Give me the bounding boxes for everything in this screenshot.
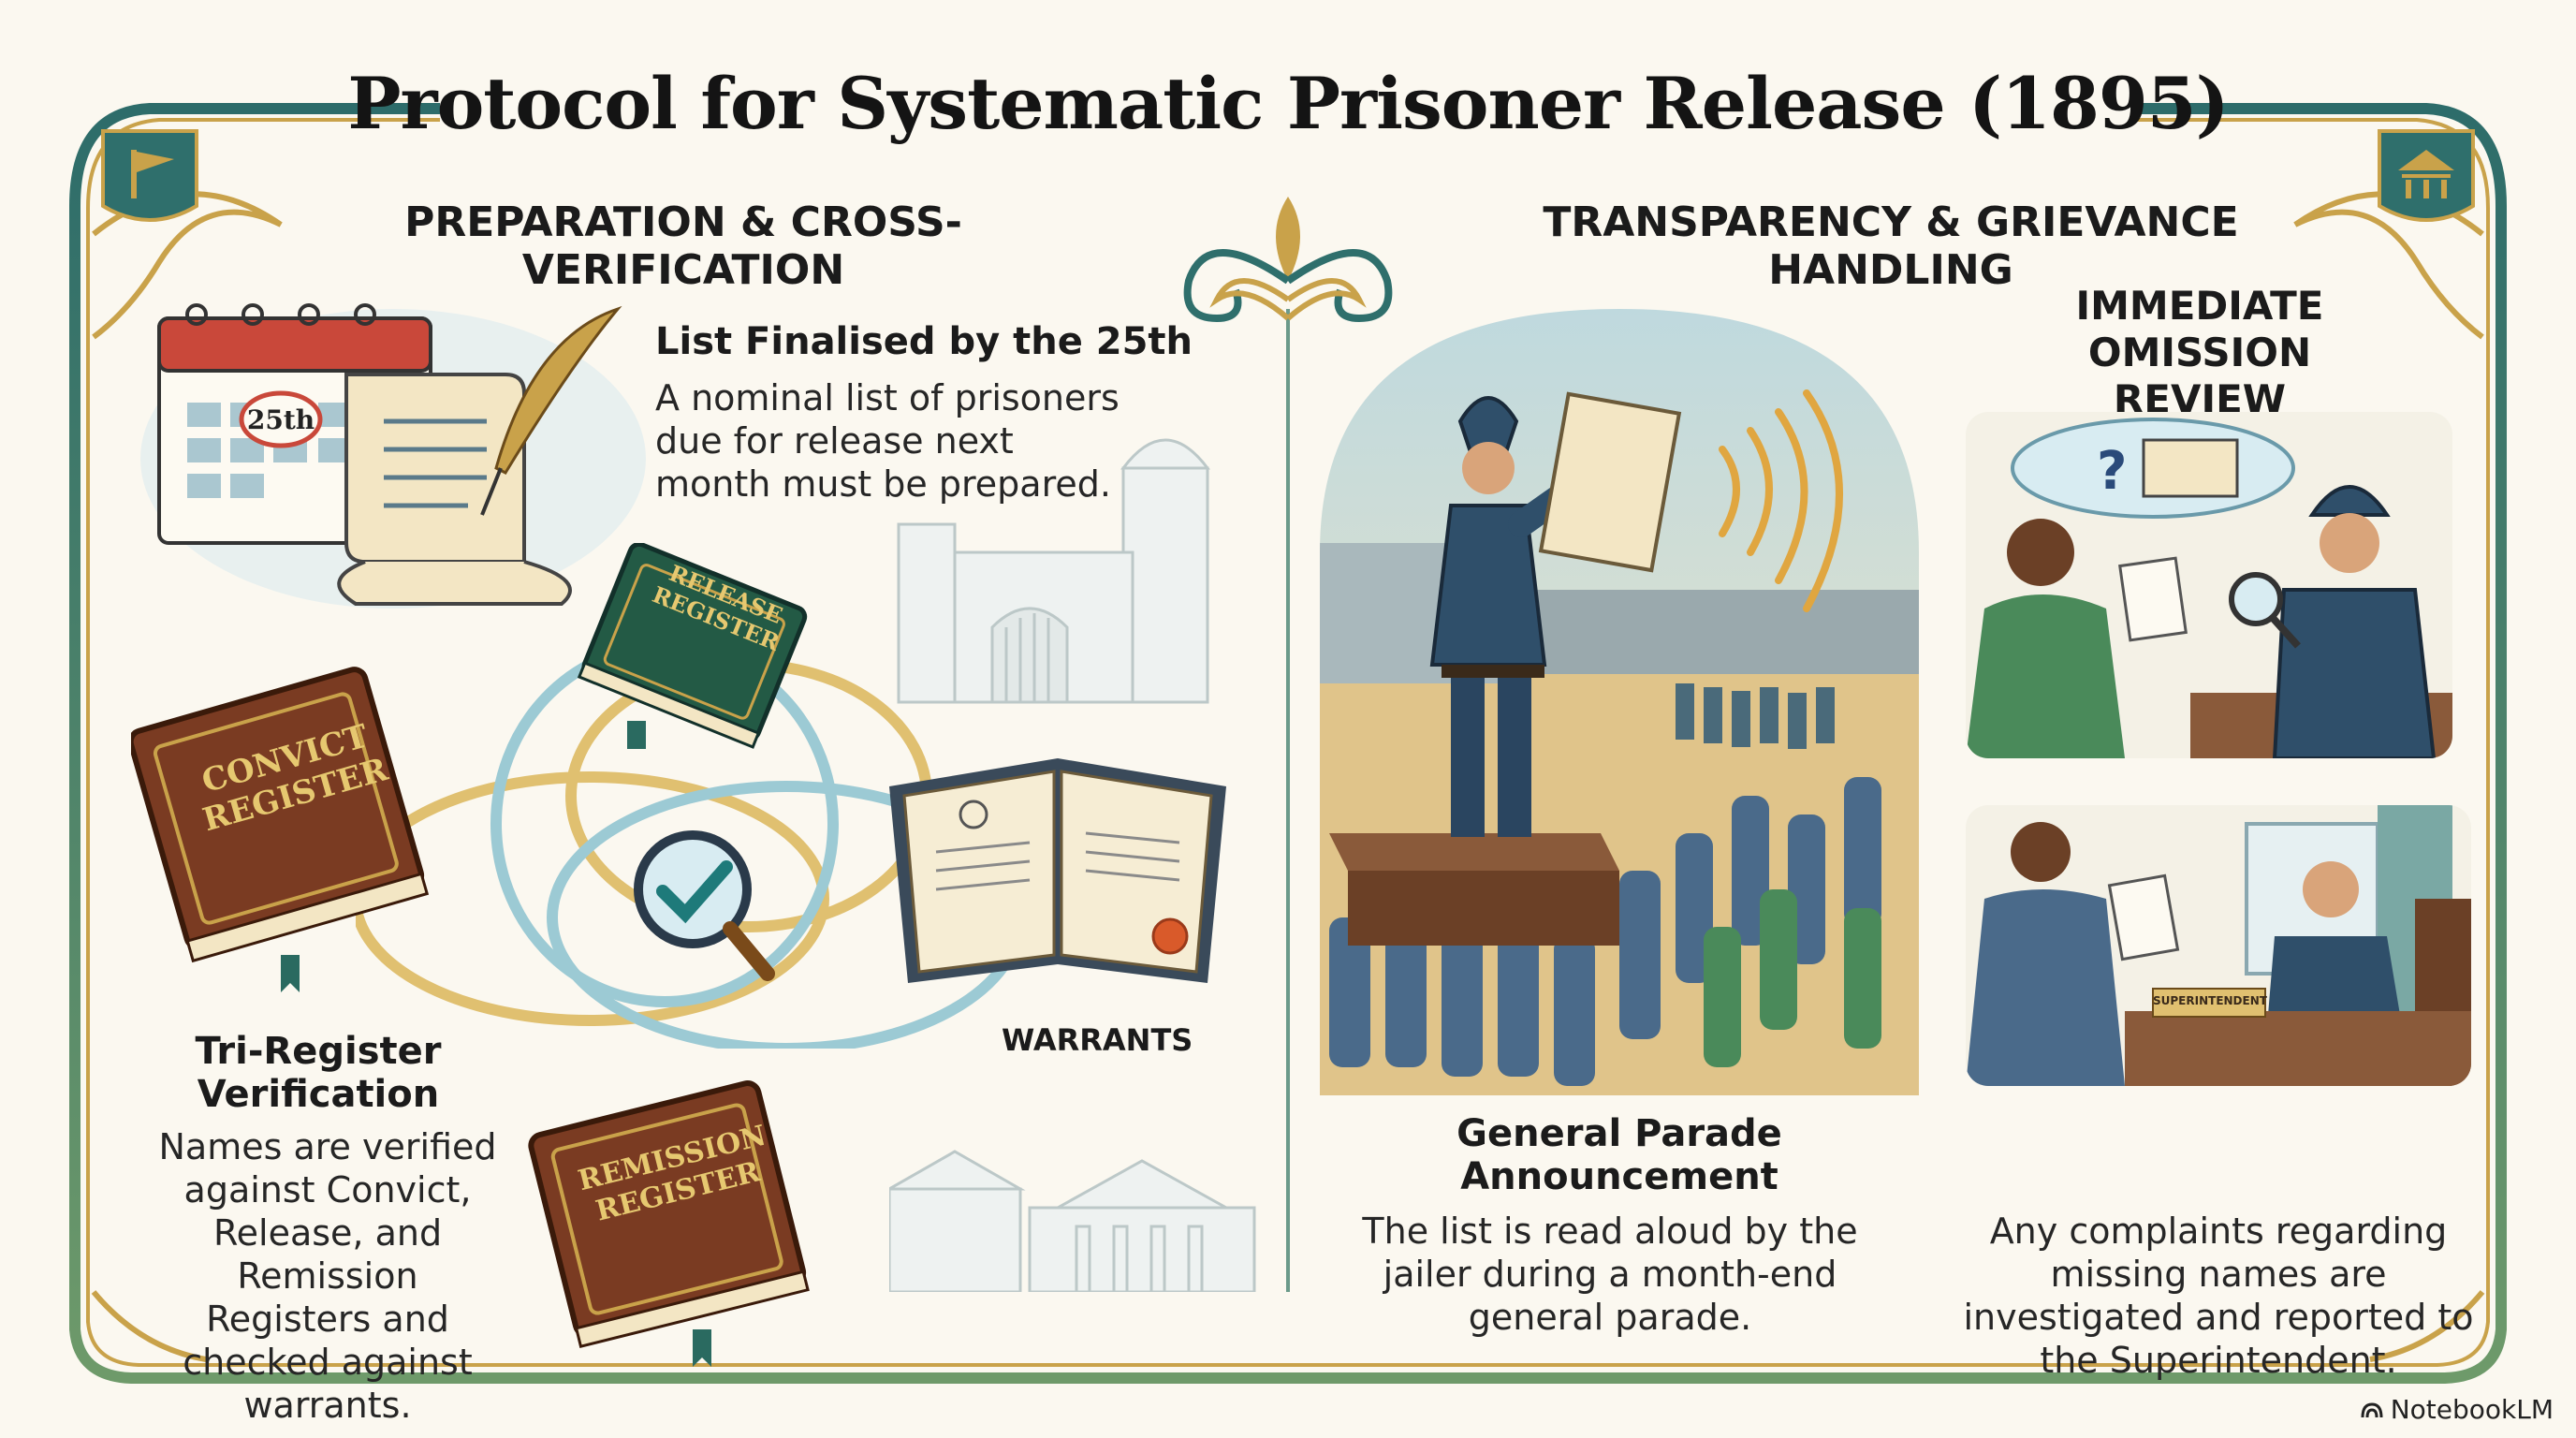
calendar-scroll-illustration: 25th <box>140 303 646 609</box>
superintendent-nameplate: SUPERINTENDENT <box>2153 994 2267 1007</box>
warrants-label: WARRANTS <box>1002 1022 1193 1058</box>
right-section-heading: TRANSPARENCY & GRIEVANCE HANDLING <box>1543 198 2239 294</box>
center-divider <box>1183 197 1393 1292</box>
proclamation-scroll-icon <box>1538 391 1682 573</box>
watermark: NotebookLM <box>2361 1394 2554 1425</box>
convict-register-book <box>131 667 430 992</box>
release-register-book <box>577 543 808 749</box>
scroll-icon <box>337 373 572 606</box>
flag-badge-icon <box>101 129 198 222</box>
magnifying-glass-icon <box>2229 572 2301 649</box>
quill-icon <box>480 305 622 516</box>
venn-rings <box>356 640 1026 1049</box>
watermark-text: NotebookLM <box>2390 1394 2554 1425</box>
prisoner-figure <box>1966 519 2125 758</box>
superintendent-illustration <box>1966 805 2471 1086</box>
omission-heading: IMMEDIATE OMISSION REVIEW <box>2075 283 2324 422</box>
parade-body: The list is read aloud by the jailer dur… <box>1362 1211 1858 1338</box>
jailer-figure <box>1429 396 1614 837</box>
officer-figure <box>2272 485 2437 758</box>
prison-building-sketch <box>897 438 1211 704</box>
speech-bubble-question-icon: ? <box>2011 418 2295 519</box>
left-section-heading: PREPARATION & CROSS-VERIFICATION <box>404 198 962 294</box>
government-building-sketch <box>889 1150 1256 1292</box>
warrants-book <box>889 758 1226 983</box>
parade-illustration <box>1320 309 1919 1095</box>
notebooklm-logo-icon <box>2361 1401 2383 1417</box>
tri-register-body: Names are verified against Convict, Rele… <box>158 1126 497 1426</box>
courthouse-badge-icon <box>2378 129 2475 222</box>
list-finalised-heading: List Finalised by the 25th <box>655 320 1193 363</box>
page-title: Protocol for Systematic Prisoner Release… <box>347 62 2229 145</box>
tri-register-heading: Tri-Register Verification <box>195 1030 442 1116</box>
prisoner-figure <box>1966 822 2125 1086</box>
calendar-day-label: 25th <box>247 404 315 435</box>
parade-heading: General Parade Announcement <box>1456 1112 1782 1198</box>
magnifier-check-icon <box>634 830 775 981</box>
svg-text:?: ? <box>2097 441 2127 502</box>
list-finalised-body: A nominal list of prisoners due for rele… <box>655 377 1120 505</box>
omission-body: Any complaints regarding missing names a… <box>1963 1211 2474 1381</box>
remission-register-book <box>528 1080 810 1367</box>
complaint-illustration: ? <box>1966 412 2452 758</box>
sound-waves-icon <box>1719 389 1843 612</box>
